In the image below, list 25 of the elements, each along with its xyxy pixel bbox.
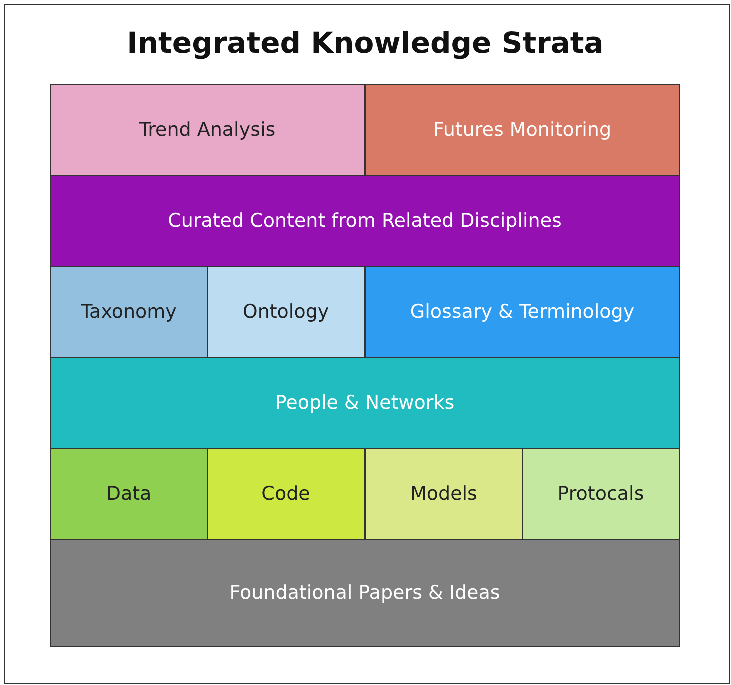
layer-label: Ontology — [242, 301, 330, 323]
layer-block — [365, 84, 680, 176]
layer-label: Data — [106, 483, 152, 505]
layer-label: Code — [262, 483, 310, 505]
layer-label: People & Networks — [275, 392, 455, 414]
layer-label: Glossary & Terminology — [410, 301, 635, 323]
layer-label: Taxonomy — [81, 301, 177, 323]
layer-label: Futures Monitoring — [433, 119, 612, 141]
layer-block — [50, 357, 680, 449]
layer-label: Protocals — [558, 483, 644, 505]
layer-block — [50, 175, 680, 267]
layer-block — [365, 266, 680, 358]
layer-block — [365, 448, 523, 540]
layer-block — [522, 448, 680, 540]
layer-block — [50, 84, 365, 176]
layer-block — [50, 539, 680, 647]
layer-block — [50, 266, 208, 358]
layer-label: Models — [410, 483, 478, 505]
layer-block — [50, 448, 208, 540]
layer-block — [207, 448, 365, 540]
layer-block — [207, 266, 365, 358]
diagram-title: Integrated Knowledge Strata — [126, 26, 605, 60]
layer-label: Curated Content from Related Disciplines — [168, 210, 562, 232]
layer-label: Trend Analysis — [139, 119, 276, 141]
layer-label: Foundational Papers & Ideas — [230, 582, 500, 604]
